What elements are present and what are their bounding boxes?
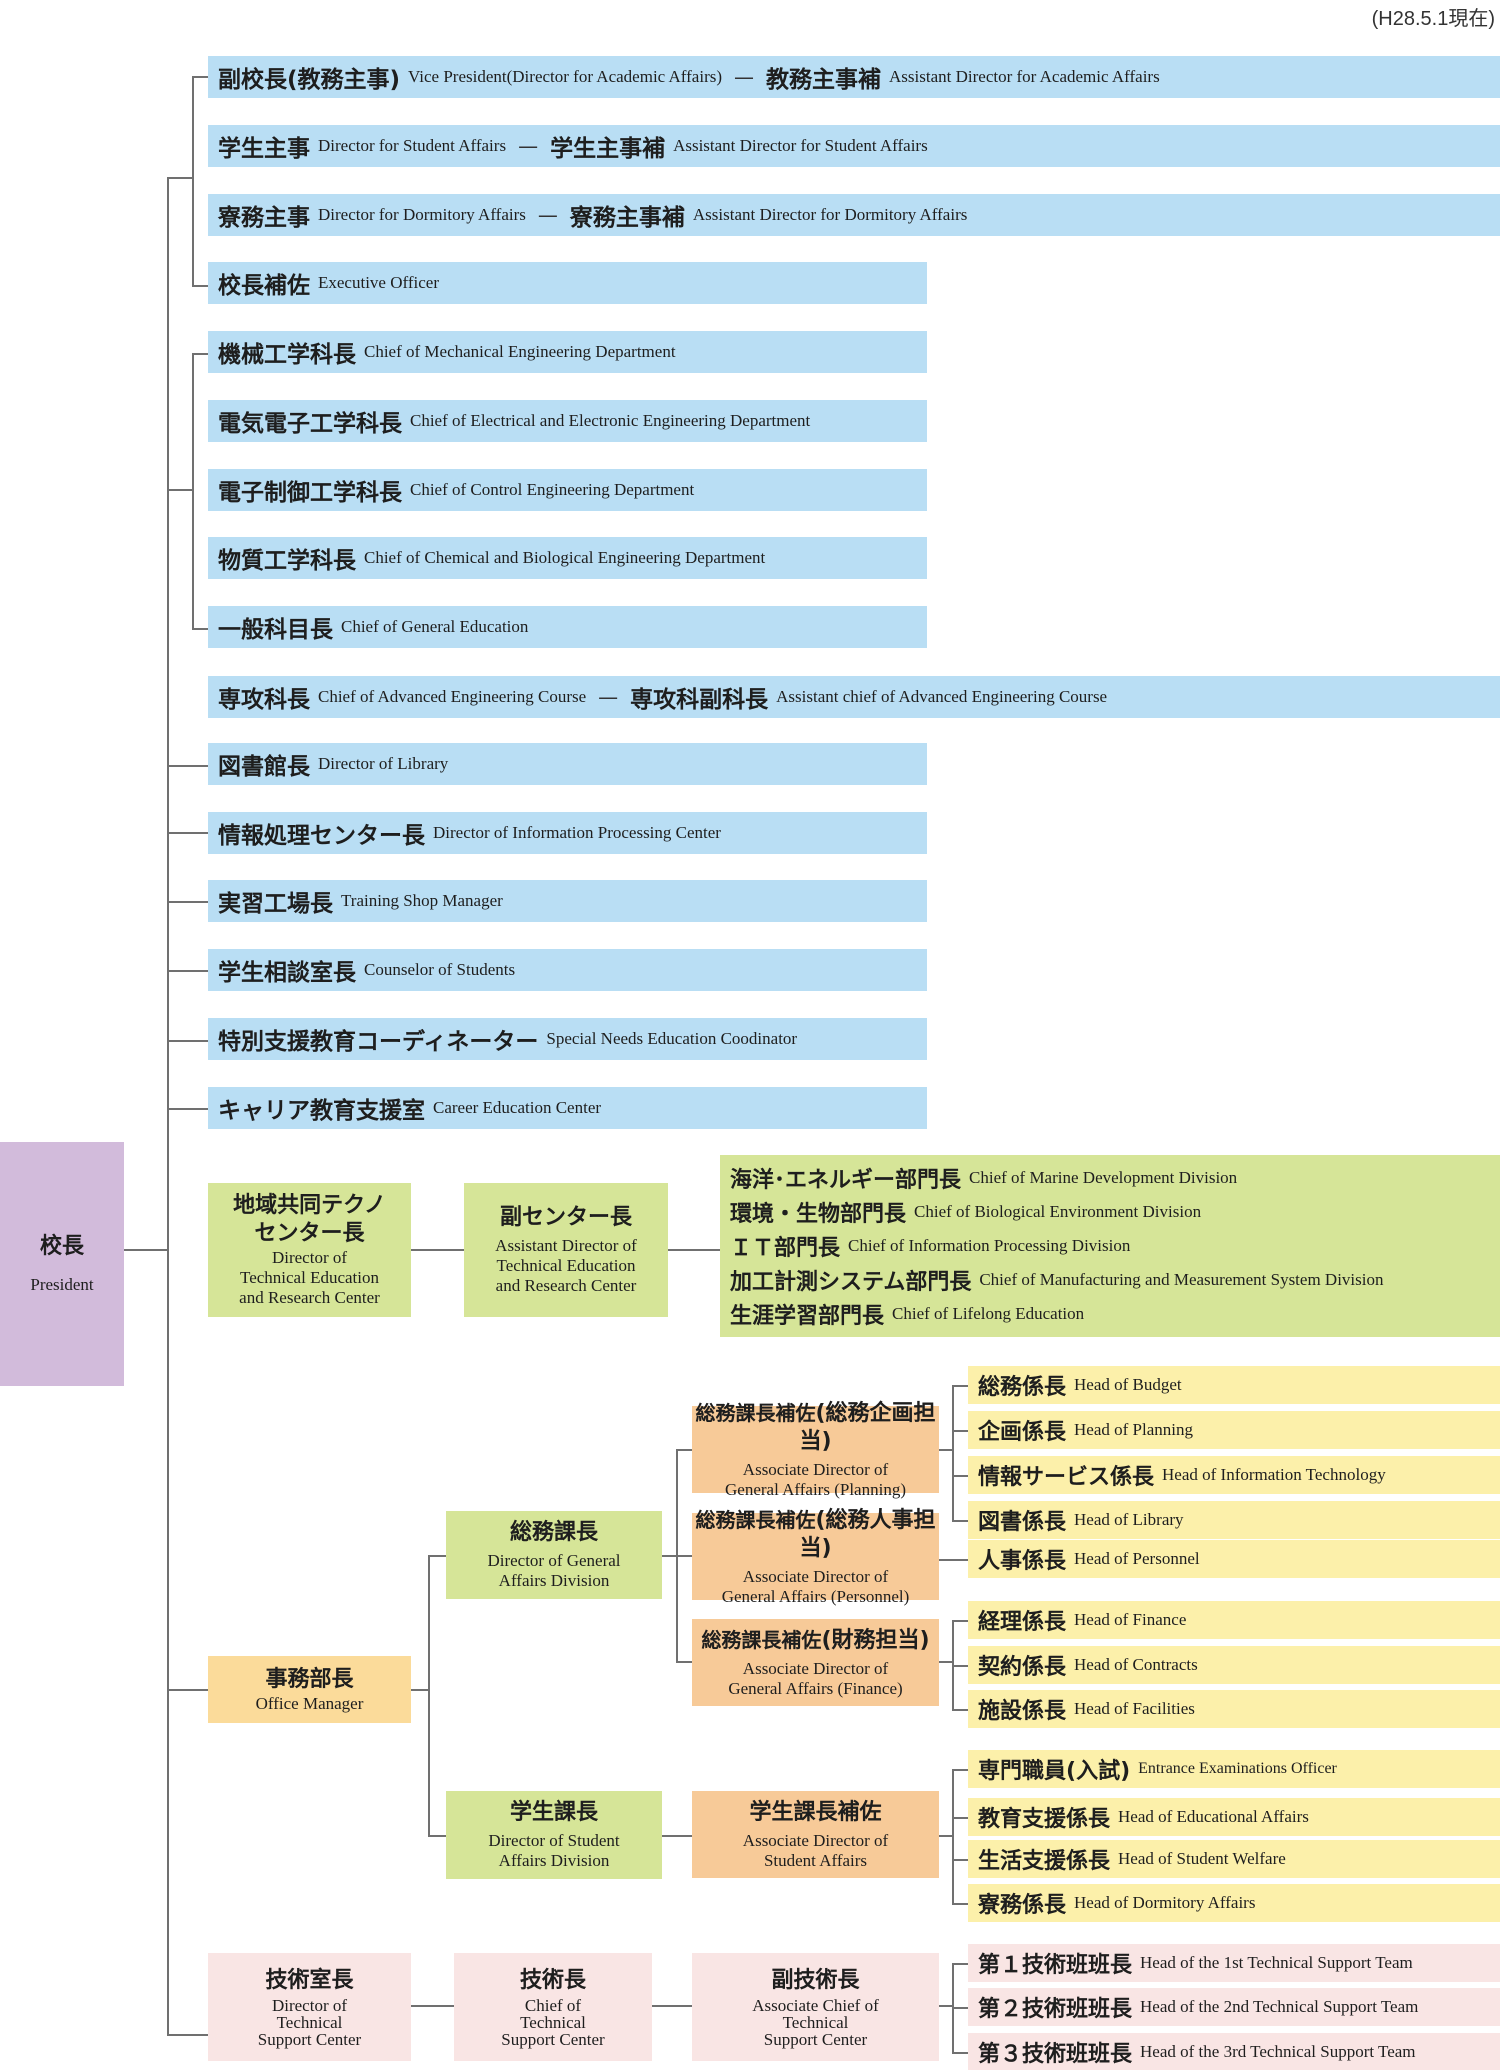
head-finance: 経理係長 Head of Finance (968, 1601, 1500, 1639)
library-row: 図書館長 Director of Library (208, 743, 927, 785)
techno-center-head-box: 地域共同テクノ センター長 Director of Technical Educ… (208, 1183, 411, 1317)
electrical-dept-row: 電気電子工学科長 Chief of Electrical and Electro… (208, 400, 927, 442)
tech-assoc-chief-box: 副技術長 Associate Chief of Technical Suppor… (692, 1953, 939, 2061)
vice-president-row: 副校長(教務主事) Vice President(Director for Ac… (208, 56, 1500, 98)
student-affairs-row: 学生主事 Director for Student Affairs — 学生主事… (208, 125, 1500, 167)
tech-director-box: 技術室長 Director of Technical Support Cente… (208, 1953, 411, 2061)
head-contracts: 契約係長 Head of Contracts (968, 1646, 1500, 1684)
head-student-welfare: 生活支援係長 Head of Student Welfare (968, 1840, 1500, 1878)
office-manager-box: 事務部長 Office Manager (208, 1656, 411, 1723)
division-item: 環境・生物部門長 Chief of Biological Environment… (730, 1202, 1202, 1227)
date-note: (H28.5.1現在) (1371, 8, 1495, 30)
counselor-row: 学生相談室長 Counselor of Students (208, 949, 927, 991)
general-education-row: 一般科目長 Chief of General Education (208, 606, 927, 648)
head-personnel: 人事係長 Head of Personnel (968, 1540, 1500, 1578)
special-needs-row: 特別支援教育コーディネーター Special Needs Education C… (208, 1018, 927, 1060)
head-budget: 総務係長 Head of Budget (968, 1366, 1500, 1404)
techno-divisions-box: 海洋･エネルギー部門長 Chief of Marine Development … (720, 1155, 1500, 1337)
training-shop-row: 実習工場長 Training Shop Manager (208, 880, 927, 922)
tech-chief-box: 技術長 Chief of Technical Support Center (454, 1953, 652, 2061)
info-processing-center-row: 情報処理センター長 Director of Information Proces… (208, 812, 927, 854)
tech-team-2: 第２技術班班長 Head of the 2nd Technical Suppor… (968, 1988, 1500, 2026)
control-dept-row: 電子制御工学科長 Chief of Control Engineering De… (208, 469, 927, 511)
assoc-planning-box: 総務課長補佐(総務企画担当) Associate Director of Gen… (692, 1401, 939, 1499)
president-ja: 校長 (39, 1234, 84, 1259)
dormitory-affairs-row: 寮務主事 Director for Dormitory Affairs — 寮務… (208, 194, 1500, 236)
president-en: President (30, 1275, 94, 1294)
assoc-personnel-box: 総務課長補佐(総務人事担当) Associate Director of Gen… (692, 1508, 939, 1606)
head-information-technology: 情報サービス係長 Head of Information Technology (968, 1456, 1500, 1494)
division-item: 加工計測システム部門長 Chief of Manufacturing and M… (730, 1270, 1384, 1295)
entrance-exam-officer: 専門職員(入試) Entrance Examinations Officer (968, 1750, 1500, 1788)
head-planning: 企画係長 Head of Planning (968, 1411, 1500, 1449)
tech-team-1: 第１技術班班長 Head of the 1st Technical Suppor… (968, 1944, 1500, 1982)
mechanical-dept-row: 機械工学科長 Chief of Mechanical Engineering D… (208, 331, 927, 373)
head-educational-affairs: 教育支援係長 Head of Educational Affairs (968, 1798, 1500, 1836)
head-facilities: 施設係長 Head of Facilities (968, 1690, 1500, 1728)
president-box: 校長 President (0, 1142, 124, 1386)
head-library: 図書係長 Head of Library (968, 1501, 1500, 1539)
division-item: 海洋･エネルギー部門長 Chief of Marine Development … (730, 1168, 1238, 1193)
general-affairs-director-box: 総務課長 Director of General Affairs Divisio… (446, 1511, 662, 1599)
chemical-dept-row: 物質工学科長 Chief of Chemical and Biological … (208, 537, 927, 579)
tech-team-3: 第３技術班班長 Head of the 3rd Technical Suppor… (968, 2033, 1500, 2070)
techno-center-vice-box: 副センター長 Assistant Director of Technical E… (464, 1183, 668, 1317)
division-item: 生涯学習部門長 Chief of Lifelong Education (730, 1304, 1085, 1329)
head-dormitory-affairs: 寮務係長 Head of Dormitory Affairs (968, 1884, 1500, 1922)
executive-officer-row: 校長補佐 Executive Officer (208, 262, 927, 304)
division-item: ＩＴ部門長 Chief of Information Processing Di… (730, 1236, 1131, 1261)
student-affairs-director-box: 学生課長 Director of Student Affairs Divisio… (446, 1791, 662, 1879)
assoc-finance-box: 総務課長補佐(財務担当) Associate Director of Gener… (692, 1619, 939, 1706)
career-center-row: キャリア教育支援室 Career Education Center (208, 1087, 927, 1129)
advanced-course-row: 専攻科長 Chief of Advanced Engineering Cours… (208, 676, 1500, 718)
student-assoc-box: 学生課長補佐 Associate Director of Student Aff… (692, 1791, 939, 1878)
